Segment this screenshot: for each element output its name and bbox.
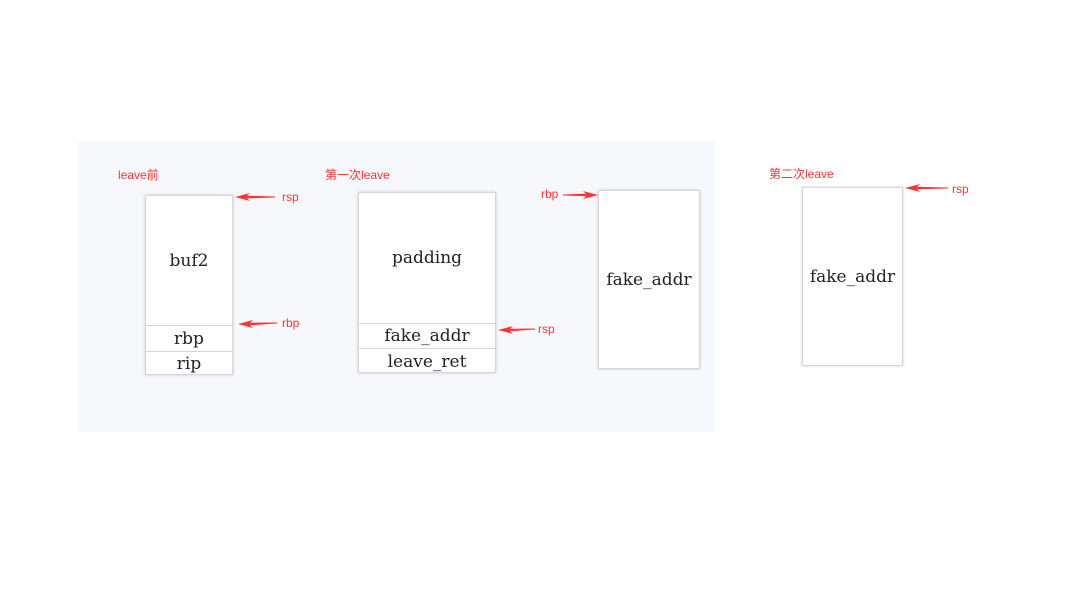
arrow-rsp-second — [905, 184, 948, 192]
stack-cell-saved-rbp: rbp — [146, 325, 232, 351]
fake-frame-cell-fake-addr-second: fake_addr — [809, 266, 896, 287]
stack-first-leave: padding fake_addr leave_ret — [358, 192, 496, 373]
stage-title-first-leave: 第一次leave — [325, 168, 390, 182]
pointer-label-rsp-first: rsp — [538, 322, 555, 336]
fake-frame-second-leave: fake_addr — [802, 187, 903, 366]
stack-before-leave: buf2 rbp rip — [145, 195, 233, 375]
stack-cell-padding: padding — [391, 248, 463, 268]
stack-cell-leave-ret: leave_ret — [359, 348, 495, 374]
fake-frame-cell-fake-addr: fake_addr — [606, 269, 692, 290]
pointer-label-rbp-first: rbp — [541, 187, 559, 201]
stack-cell-buf2: buf2 — [169, 250, 209, 271]
pointer-label-rsp-second: rsp — [952, 182, 969, 196]
fake-frame-first-leave: fake_addr — [598, 190, 700, 369]
pointer-label-rsp-before: rsp — [282, 190, 299, 204]
stage-title-before-leave: leave前 — [118, 168, 159, 182]
stack-cell-rip: rip — [146, 351, 232, 376]
stack-cell-fake-addr: fake_addr — [359, 323, 495, 348]
pointer-label-rbp-before: rbp — [282, 316, 300, 330]
stage-title-second-leave: 第二次leave — [769, 167, 834, 181]
